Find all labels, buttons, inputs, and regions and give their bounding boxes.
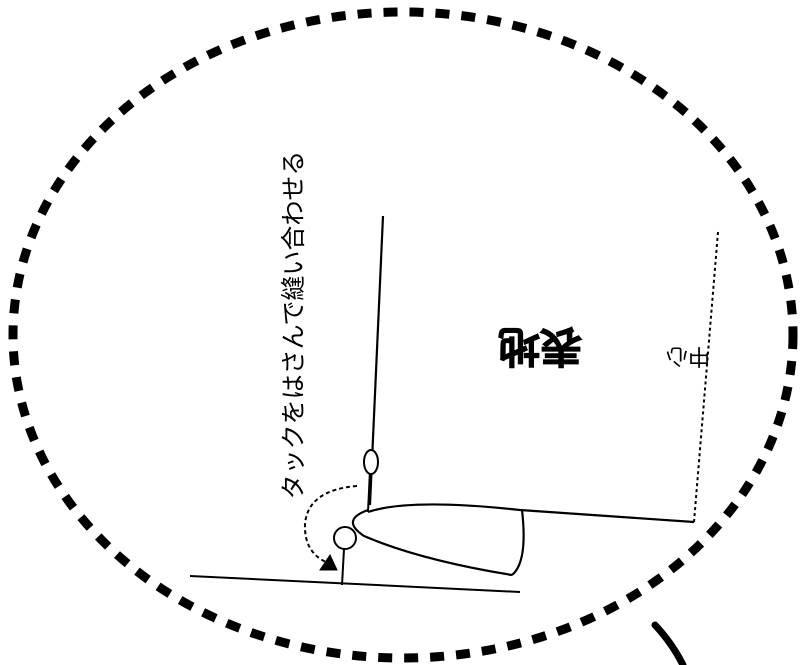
tuck-loop-return (511, 509, 525, 576)
instruction-text: タックをはさんで縫い合わせる (279, 151, 308, 500)
rotation-arrow-head-icon (319, 553, 338, 571)
rotation-arrow (303, 485, 358, 563)
tuck-loop (351, 508, 513, 577)
pin-head-lower (333, 526, 357, 550)
base-fabric-line (189, 575, 521, 593)
zoom-bubble-outline (8, 7, 798, 663)
center-label: 中心 (666, 343, 710, 368)
pin-post-upper (367, 469, 371, 513)
zoom-bubble-tail (651, 621, 687, 665)
fold-bottom-edge (367, 503, 695, 524)
fabric-label: 表地 (498, 322, 582, 371)
pin-post-lower (341, 548, 345, 586)
pin-head-upper (363, 449, 379, 475)
center-dotted-line (693, 231, 719, 523)
